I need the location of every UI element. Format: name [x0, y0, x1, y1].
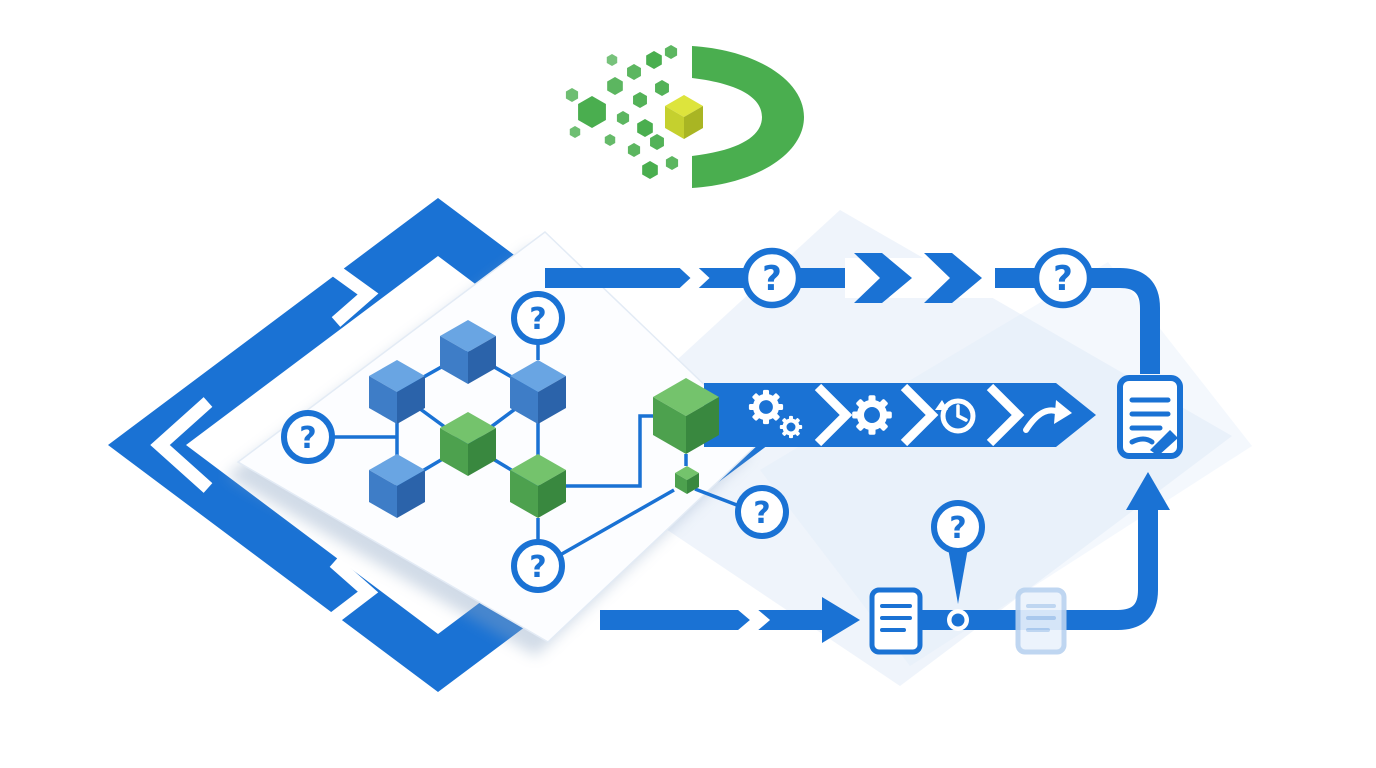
- forward-arrow-icon: [1023, 400, 1072, 433]
- iso-cube-blue: [510, 360, 566, 424]
- question-mark-label: ?: [949, 511, 966, 546]
- question-mark-label: ?: [753, 496, 770, 531]
- top-flow-path: [545, 247, 1160, 374]
- iso-cube-green-large: [653, 378, 719, 454]
- iso-cube-blue: [369, 360, 425, 424]
- pipeline-banner: [704, 383, 1096, 447]
- signed-document-icon: [1117, 375, 1183, 459]
- question-node: ?: [281, 410, 335, 464]
- ghost-document-icon: [1015, 587, 1067, 655]
- up-arrowhead-icon: [1126, 472, 1170, 510]
- network-connections: [332, 342, 743, 557]
- background-diamond: [566, 210, 1232, 686]
- question-mark-label: ?: [529, 550, 546, 585]
- question-node: ?: [1032, 247, 1094, 309]
- banner-separator: [900, 383, 939, 447]
- cube-network: [369, 320, 719, 518]
- question-node: ?: [741, 247, 803, 309]
- question-mark-label: ?: [1053, 259, 1073, 299]
- iso-cube-green-small: [675, 466, 699, 494]
- chevron-arrow-icon: [924, 253, 982, 303]
- pen-nib-icon: [1150, 430, 1178, 456]
- question-pin: ?: [931, 500, 985, 604]
- top-band-notch: [667, 247, 710, 309]
- iso-cube-green: [440, 412, 496, 476]
- pixelated-eye-logo: [565, 45, 804, 188]
- bottom-flow-band: [920, 506, 1158, 630]
- question-node: ?: [511, 291, 565, 345]
- right-arrowhead-icon: [822, 597, 860, 643]
- white-panel: [236, 231, 764, 643]
- history-clock-icon: [935, 398, 976, 434]
- top-flow-band: [545, 268, 1160, 374]
- logo-pixel-fragments: [565, 45, 679, 179]
- iso-cube-blue: [440, 320, 496, 384]
- pin-dot: [951, 613, 965, 627]
- background-diamonds: [566, 210, 1252, 686]
- question-mark-label: ?: [762, 259, 782, 299]
- eye-shape: [692, 46, 804, 188]
- question-node: ?: [511, 539, 565, 593]
- background-diamond: [760, 262, 1252, 666]
- lime-cube-icon: [665, 95, 703, 139]
- iso-cube-blue: [369, 454, 425, 518]
- pin-pointer: [948, 548, 968, 604]
- ring-arrow-notch-left: [150, 397, 213, 493]
- ring-arrow-notch-top: [328, 262, 379, 327]
- document-icon: [869, 587, 923, 655]
- banner-separator: [814, 383, 853, 447]
- question-mark-label: ?: [529, 302, 546, 337]
- question-node: ?: [735, 485, 789, 539]
- banner-separator: [986, 383, 1025, 447]
- bottom-band-notch: [729, 593, 771, 647]
- chevron-arrow-icon: [854, 253, 912, 303]
- question-mark-label: ?: [299, 421, 316, 456]
- bottom-flow-path: [600, 472, 1170, 647]
- iso-cube-green: [510, 454, 566, 518]
- ring-arrow-notch-bottom: [329, 557, 379, 624]
